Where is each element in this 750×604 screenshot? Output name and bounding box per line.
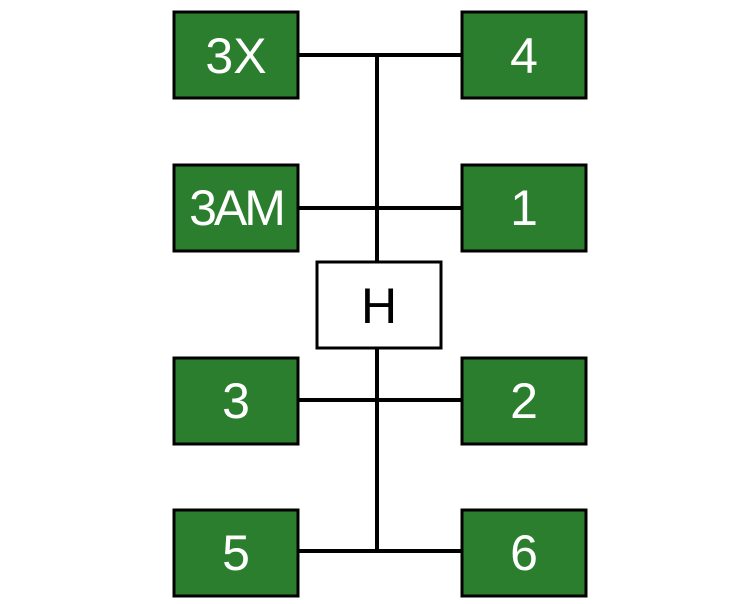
- node-5-label: 5: [222, 525, 250, 581]
- node-6: 6: [460, 508, 588, 598]
- node-3am-rect: [172, 163, 300, 253]
- node-4: 4: [460, 10, 588, 100]
- node-3x-label: 3X: [205, 28, 266, 84]
- node-1-rect: [460, 163, 588, 253]
- node-2-label: 2: [510, 373, 538, 429]
- node-3x: 3X: [172, 10, 300, 100]
- hub-box: H: [315, 260, 443, 350]
- node-3-rect: [172, 356, 300, 446]
- node-5: 5: [172, 508, 300, 598]
- node-2: 2: [460, 356, 588, 446]
- node-5-rect: [172, 508, 300, 598]
- connector-lines: [298, 53, 462, 553]
- node-3: 3: [172, 356, 300, 446]
- node-3am: 3AM: [172, 163, 300, 253]
- node-6-rect: [460, 508, 588, 598]
- node-3-label: 3: [222, 373, 250, 429]
- hub-rect: [315, 260, 443, 350]
- hub-label: H: [361, 278, 397, 334]
- node-3am-label: 3AM: [189, 180, 283, 236]
- node-1: 1: [460, 163, 588, 253]
- node-1-label: 1: [510, 180, 538, 236]
- node-4-label: 4: [510, 28, 538, 84]
- node-6-label: 6: [510, 525, 538, 581]
- node-4-rect: [460, 10, 588, 100]
- node-2-rect: [460, 356, 588, 446]
- node-3x-rect: [172, 10, 300, 100]
